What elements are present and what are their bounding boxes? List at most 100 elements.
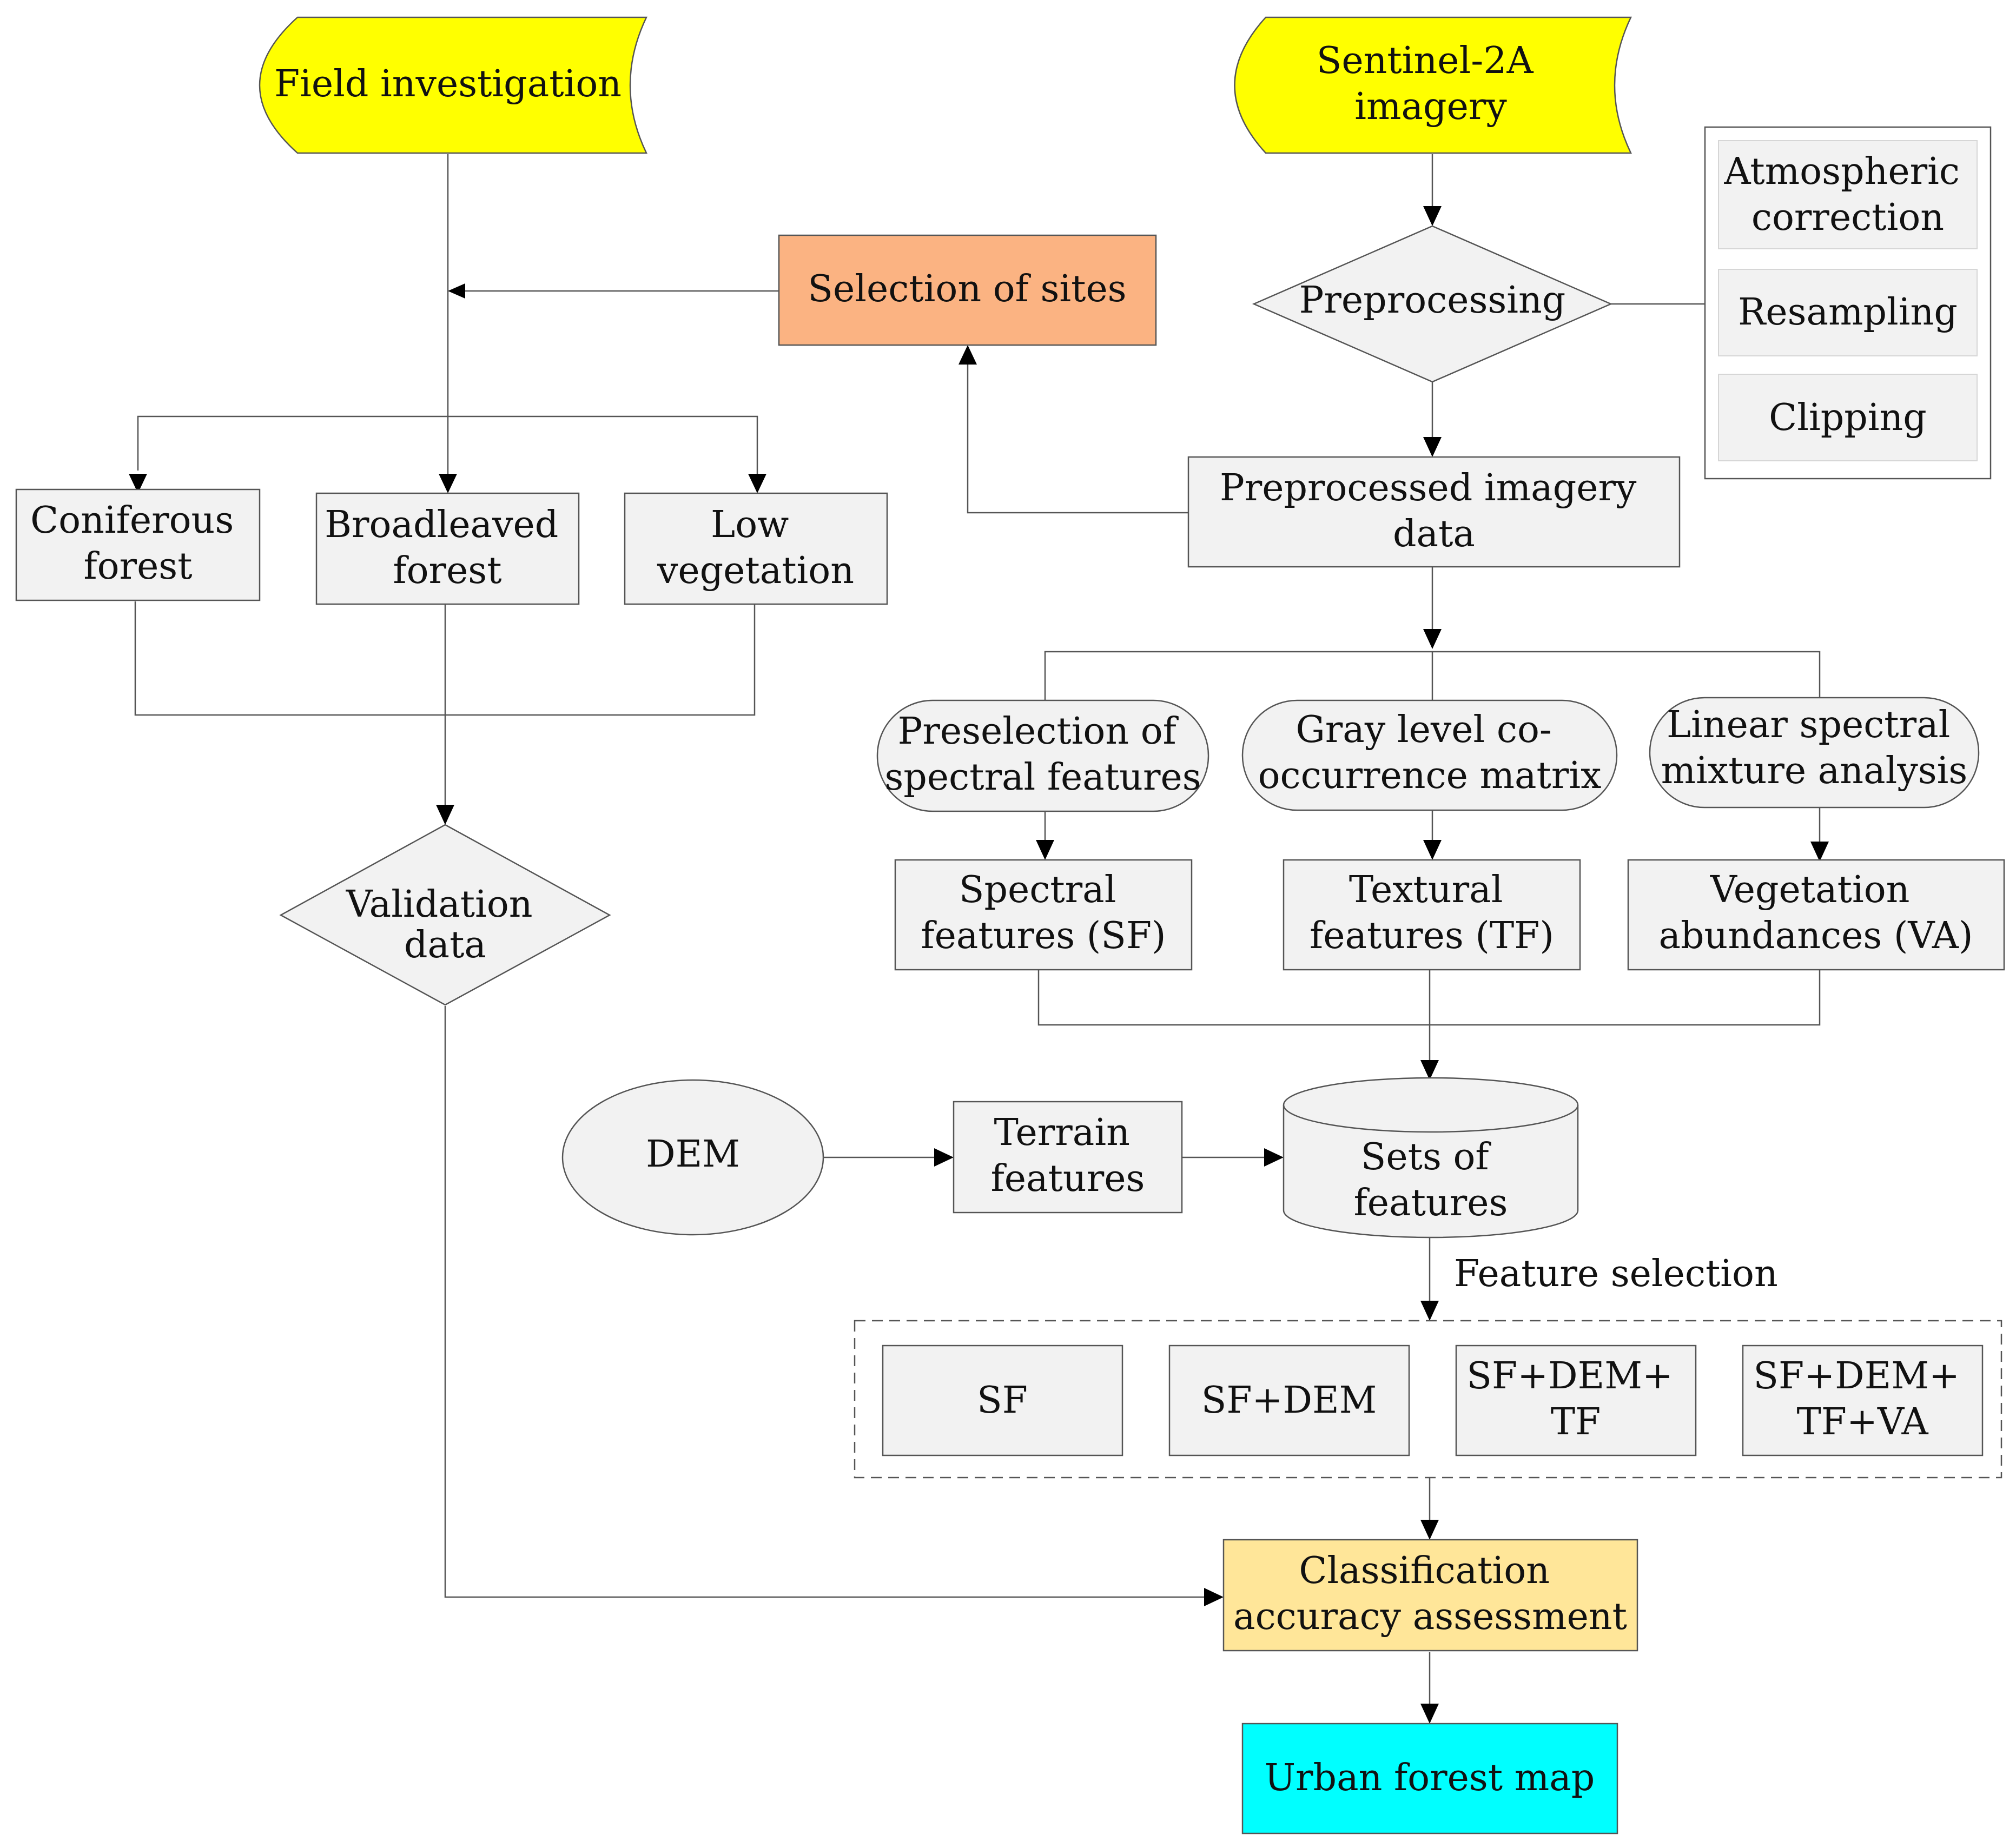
svg-text:Sentinel-2A imagery: Sentinel-2A imagery xyxy=(1317,39,1545,128)
clipping-label: Clipping xyxy=(1769,396,1927,439)
svg-text:Urban forest map: Urban forest map xyxy=(1265,1757,1595,1799)
dem-label: DEM xyxy=(646,1133,740,1176)
preprocessing-steps-group: Atmospheric correction Resampling Clippi… xyxy=(1704,126,1992,480)
combo-sf-dem-tf-va-label-line2: TF+VA xyxy=(1796,1401,1928,1443)
urban-forest-map-label: Urban forest map xyxy=(1265,1757,1595,1799)
atmospheric-correction-box xyxy=(1718,140,1978,249)
svg-text:Preprocessed imagery dat: Preprocessed imagery data xyxy=(1220,467,1648,555)
svg-text:Feature selection: Feature selection xyxy=(1454,1253,1778,1295)
svg-text:SF+DEM+ TF+VA: SF+DEM+ TF+VA xyxy=(1753,1355,1971,1443)
coniferous-forest-label-line2: forest xyxy=(83,545,192,588)
sentinel-imagery-label-line1: Sentinel-2A xyxy=(1317,39,1534,82)
low-vegetation-label-line1: Low xyxy=(711,504,789,546)
textural-features-node: Textural features (TF) xyxy=(1283,859,1581,971)
svg-text:Textural features (TF): Textural features (TF) xyxy=(1310,869,1554,957)
combo-sf-box xyxy=(882,1345,1123,1456)
broadleaved-forest-label-line2: forest xyxy=(393,549,501,592)
feature-combinations-group: SF SF+DEM SF+DEM+ TF SF+DEM+ TF+VA xyxy=(854,1320,2002,1479)
svg-text:SF+DEM+ TF: SF+DEM+ TF xyxy=(1466,1355,1684,1443)
svg-text:Coniferous forest: Coniferous forest xyxy=(30,499,246,588)
vegetation-abundances-label-line2: abundances (VA) xyxy=(1658,915,1973,957)
terrain-features-node: Terrain features xyxy=(953,1101,1183,1214)
sentinel-imagery-label-line2: imagery xyxy=(1354,85,1507,128)
vegetation-abundances-node: Vegetation abundances (VA) xyxy=(1627,859,2005,971)
combo-sf-dem-box xyxy=(1168,1345,1410,1456)
svg-text:Linear spectral mixture: Linear spectral mixture analysis xyxy=(1661,704,1968,792)
sentinel-imagery-node: Sentinel-2A imagery xyxy=(1234,16,1632,154)
textural-features-label-line1: Textural xyxy=(1349,869,1503,911)
preselection-label-line1: Preselection of xyxy=(898,710,1179,753)
broadleaved-forest-label-line1: Broadleaved xyxy=(325,504,558,546)
feature-selection-label: Feature selection xyxy=(1454,1253,1778,1295)
validation-data-label-line1: Validation xyxy=(346,883,533,926)
preprocessing-node: Preprocessing xyxy=(1252,225,1613,383)
svg-text:Gray level co- occurrenc: Gray level co- occurrence matrix xyxy=(1258,708,1602,797)
combo-sf-label: SF xyxy=(977,1379,1028,1422)
svg-text:DEM: DEM xyxy=(646,1133,740,1176)
atmospheric-correction-label-line2: correction xyxy=(1751,196,1944,239)
svg-text:Clipping: Clipping xyxy=(1769,396,1927,439)
combo-sf-dem-tf-va-box xyxy=(1742,1345,1984,1456)
preselection-label-line2: spectral features xyxy=(884,756,1201,799)
selection-of-sites-node: Selection of sites xyxy=(778,234,1157,346)
resampling-box xyxy=(1718,269,1978,356)
selection-of-sites-label: Selection of sites xyxy=(808,268,1126,310)
validation-data-label-line2: data xyxy=(404,924,486,966)
validation-data-node: Validation data xyxy=(279,824,611,1006)
svg-text:Broadleaved forest: Broadleaved forest xyxy=(325,504,570,592)
coniferous-forest-label-line1: Coniferous xyxy=(30,499,234,542)
preselection-node: Preselection of spectral features xyxy=(876,699,1209,812)
svg-text:Atmospheric correction: Atmospheric correction xyxy=(1723,150,1971,239)
sets-of-features-label-line2: features xyxy=(1354,1182,1508,1224)
combo-sf-dem-label: SF+DEM xyxy=(1201,1379,1377,1422)
spectral-features-label-line2: features (SF) xyxy=(921,915,1166,957)
combo-sf-dem-tf-va-label-line1: SF+DEM+ xyxy=(1753,1355,1960,1398)
svg-text:Preselection of spectral: Preselection of spectral features xyxy=(884,710,1201,799)
preprocessed-imagery-label-line2: data xyxy=(1393,513,1475,555)
svg-text:SF: SF xyxy=(977,1379,1028,1422)
lsma-label-line2: mixture analysis xyxy=(1661,750,1968,792)
vegetation-abundances-label-line1: Vegetation xyxy=(1710,869,1910,911)
sets-of-features-node: Sets of features xyxy=(1283,1077,1579,1239)
svg-text:Sets of features: Sets of features xyxy=(1354,1136,1508,1224)
spectral-features-node: Spectral features (SF) xyxy=(894,859,1193,971)
preprocessed-imagery-label-line1: Preprocessed imagery xyxy=(1220,467,1637,509)
svg-text:Low vegetation: Low vegetation xyxy=(657,504,854,592)
svg-text:SF+DEM: SF+DEM xyxy=(1201,1379,1377,1422)
svg-text:Selection of sites: Selection of sites xyxy=(808,268,1126,310)
spectral-features-label-line1: Spectral xyxy=(959,869,1116,911)
preprocessed-imagery-node: Preprocessed imagery data xyxy=(1187,456,1681,568)
svg-text:Classification accuracy: Classification accuracy assessment xyxy=(1233,1549,1627,1638)
svg-text:Terrain features: Terrain features xyxy=(991,1111,1145,1200)
low-vegetation-node: Low vegetation xyxy=(624,492,888,605)
svg-text:Preprocessing: Preprocessing xyxy=(1299,279,1566,322)
svg-text:Field investigation: Field investigation xyxy=(274,63,622,105)
svg-text:Validation data: Validation data xyxy=(346,883,544,966)
svg-text:Spectral features (SF): Spectral features (SF) xyxy=(921,869,1166,957)
urban-forest-map-node: Urban forest map xyxy=(1241,1723,1618,1835)
combo-sf-dem-tf-label-line1: SF+DEM+ xyxy=(1466,1355,1673,1398)
connectors xyxy=(129,154,1829,1724)
lsma-label-line1: Linear spectral xyxy=(1667,704,1950,746)
classification-label-line1: Classification xyxy=(1299,1549,1550,1592)
combo-sf-dem-tf-box xyxy=(1455,1345,1697,1456)
field-investigation-node: Field investigation xyxy=(259,16,647,154)
preprocessing-label: Preprocessing xyxy=(1299,279,1566,322)
field-investigation-label: Field investigation xyxy=(274,63,622,105)
classification-label-line2: accuracy assessment xyxy=(1233,1595,1627,1638)
glcm-label-line2: occurrence matrix xyxy=(1258,754,1602,797)
broadleaved-forest-node: Broadleaved forest xyxy=(315,492,580,605)
terrain-features-label-line2: features xyxy=(991,1157,1145,1200)
clipping-box xyxy=(1718,374,1978,461)
resampling-label: Resampling xyxy=(1738,291,1958,334)
glcm-node: Gray level co- occurrence matrix xyxy=(1241,699,1618,811)
classification-node: Classification accuracy assessment xyxy=(1222,1539,1638,1652)
svg-text:Vegetation abundances (V: Vegetation abundances (VA) xyxy=(1658,869,1973,957)
lsma-node: Linear spectral mixture analysis xyxy=(1649,697,1980,809)
textural-features-label-line2: features (TF) xyxy=(1310,915,1554,957)
low-vegetation-label-line2: vegetation xyxy=(657,549,854,592)
terrain-features-label-line1: Terrain xyxy=(994,1111,1129,1154)
atmospheric-correction-label-line1: Atmospheric xyxy=(1723,150,1959,193)
coniferous-forest-node: Coniferous forest xyxy=(15,488,261,601)
